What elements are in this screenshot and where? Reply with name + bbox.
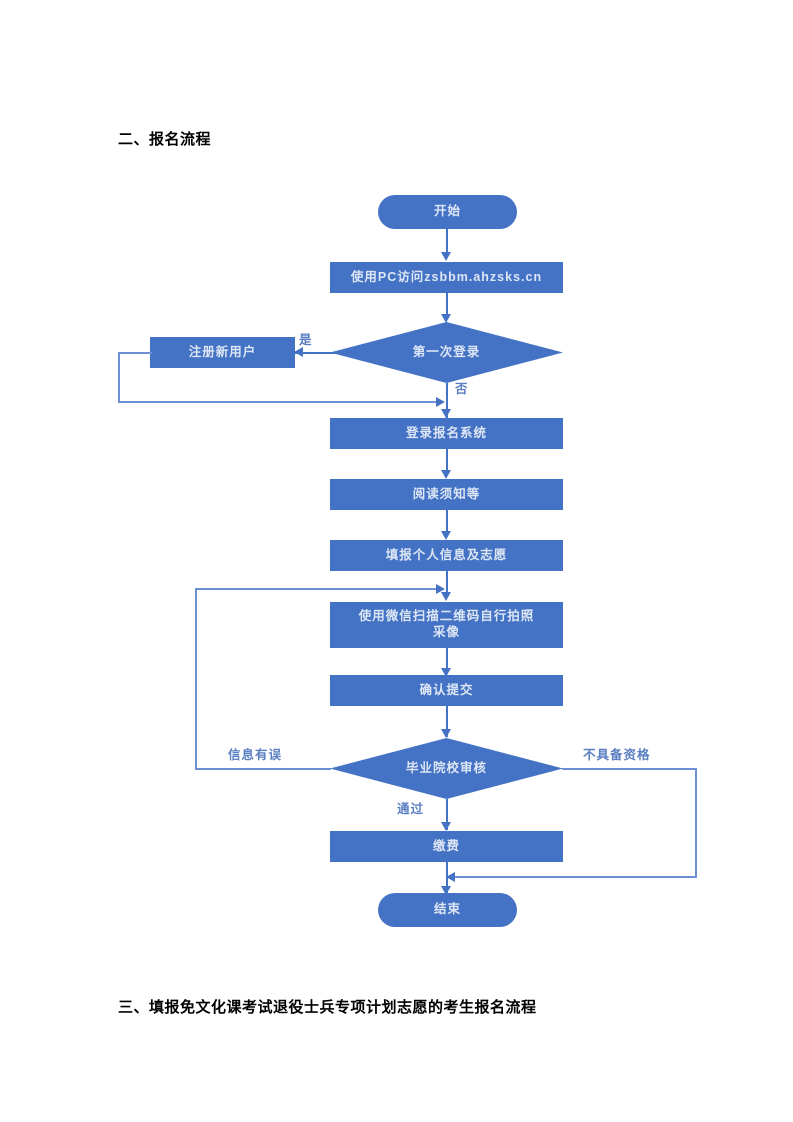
connector-confirm-to-review bbox=[446, 706, 448, 737]
flow-node-confirm-submit[interactable]: 确认提交 bbox=[330, 675, 563, 706]
connector-not-qualified-vertical bbox=[695, 768, 697, 878]
flow-node-end[interactable]: 结束 bbox=[378, 893, 517, 927]
connector-fill-to-photo bbox=[446, 571, 448, 593]
arrowhead-not-qualified-to-end bbox=[446, 872, 455, 882]
arrowhead-start-to-visit bbox=[441, 252, 451, 261]
connector-firstlogin-to-login bbox=[446, 383, 448, 418]
flow-node-payment-label: 缴费 bbox=[432, 838, 460, 853]
connector-firstlogin-to-register bbox=[295, 352, 337, 354]
flow-node-school-review-decision[interactable]: 毕业院校审核 bbox=[330, 738, 563, 799]
flow-node-start-label: 开始 bbox=[433, 204, 461, 219]
flow-node-wechat-photo-capture-label-line1: 使用微信扫描二维码自行拍照 bbox=[358, 609, 535, 624]
flow-node-wechat-photo-capture[interactable]: 使用微信扫描二维码自行拍照 采像 bbox=[330, 602, 563, 648]
arrowhead-pay-to-end bbox=[441, 886, 451, 895]
flow-node-read-notice[interactable]: 阅读须知等 bbox=[330, 479, 563, 510]
connector-photo-to-confirm bbox=[446, 648, 448, 670]
arrowhead-fill-to-photo bbox=[441, 592, 451, 601]
diamond-shape-icon bbox=[330, 738, 563, 799]
arrowhead-login-to-read bbox=[441, 470, 451, 479]
edge-label-passed: 通过 bbox=[397, 802, 425, 816]
flow-node-first-login-decision[interactable]: 第一次登录 bbox=[330, 322, 563, 383]
arrowhead-photo-to-confirm bbox=[441, 668, 451, 677]
arrowhead-visit-to-firstlogin bbox=[441, 314, 451, 323]
flow-node-confirm-submit-label: 确认提交 bbox=[419, 682, 474, 697]
arrowhead-confirm-to-review bbox=[441, 729, 451, 738]
flow-node-payment[interactable]: 缴费 bbox=[330, 831, 563, 862]
connector-login-to-read bbox=[446, 449, 448, 471]
connector-review-to-pay bbox=[446, 799, 448, 830]
arrowhead-firstlogin-to-register bbox=[294, 347, 303, 357]
diamond-shape-icon bbox=[330, 322, 563, 383]
connector-visit-to-firstlogin bbox=[446, 293, 448, 315]
flow-node-first-login-label: 第一次登录 bbox=[412, 344, 481, 359]
section-heading-registration-process: 二、报名流程 bbox=[118, 132, 212, 149]
edge-label-yes: 是 bbox=[299, 333, 313, 347]
flow-node-end-label: 结束 bbox=[433, 902, 461, 917]
connector-register-loop-top bbox=[118, 352, 152, 354]
connector-register-loop-bottom bbox=[118, 401, 438, 403]
connector-info-error-vertical bbox=[195, 588, 197, 770]
arrowhead-info-error-to-photo bbox=[436, 584, 445, 594]
arrowhead-review-to-pay bbox=[441, 822, 451, 831]
flow-node-fill-info-and-choices[interactable]: 填报个人信息及志愿 bbox=[330, 540, 563, 571]
edge-label-not-qualified: 不具备资格 bbox=[583, 748, 651, 762]
flow-node-visit-url-label: 使用PC访问zsbbm.ahzsks.cn bbox=[350, 269, 543, 284]
flow-node-login-system[interactable]: 登录报名系统 bbox=[330, 418, 563, 449]
section-heading-veteran-special-plan: 三、填报免文化课考试退役士兵专项计划志愿的考生报名流程 bbox=[118, 1000, 537, 1017]
arrowhead-read-to-fill bbox=[441, 531, 451, 540]
flow-node-fill-info-and-choices-label: 填报个人信息及志愿 bbox=[385, 547, 508, 562]
connector-not-qualified-bottom bbox=[455, 876, 697, 878]
edge-label-info-error: 信息有误 bbox=[228, 748, 283, 762]
arrowhead-register-loop-to-main bbox=[436, 397, 445, 407]
edge-label-no: 否 bbox=[455, 382, 469, 396]
arrowhead-firstlogin-to-login bbox=[441, 409, 451, 418]
connector-info-error-top bbox=[195, 588, 438, 590]
connector-pay-to-end bbox=[446, 862, 448, 893]
connector-not-qualified-top bbox=[562, 768, 697, 770]
connector-info-error-bottom bbox=[195, 768, 331, 770]
connector-read-to-fill bbox=[446, 510, 448, 532]
flow-node-read-notice-label: 阅读须知等 bbox=[412, 486, 481, 501]
flow-node-register-new-user-label: 注册新用户 bbox=[188, 344, 257, 359]
flow-node-login-system-label: 登录报名系统 bbox=[405, 425, 487, 440]
connector-start-to-visit bbox=[446, 229, 448, 253]
flow-node-start[interactable]: 开始 bbox=[378, 195, 517, 229]
flow-node-school-review-label: 毕业院校审核 bbox=[405, 760, 487, 775]
flow-node-wechat-photo-capture-label-line2: 采像 bbox=[432, 625, 460, 639]
flow-node-visit-url[interactable]: 使用PC访问zsbbm.ahzsks.cn bbox=[330, 262, 563, 293]
connector-register-loop-vertical bbox=[118, 352, 120, 402]
flow-node-register-new-user[interactable]: 注册新用户 bbox=[150, 337, 295, 368]
